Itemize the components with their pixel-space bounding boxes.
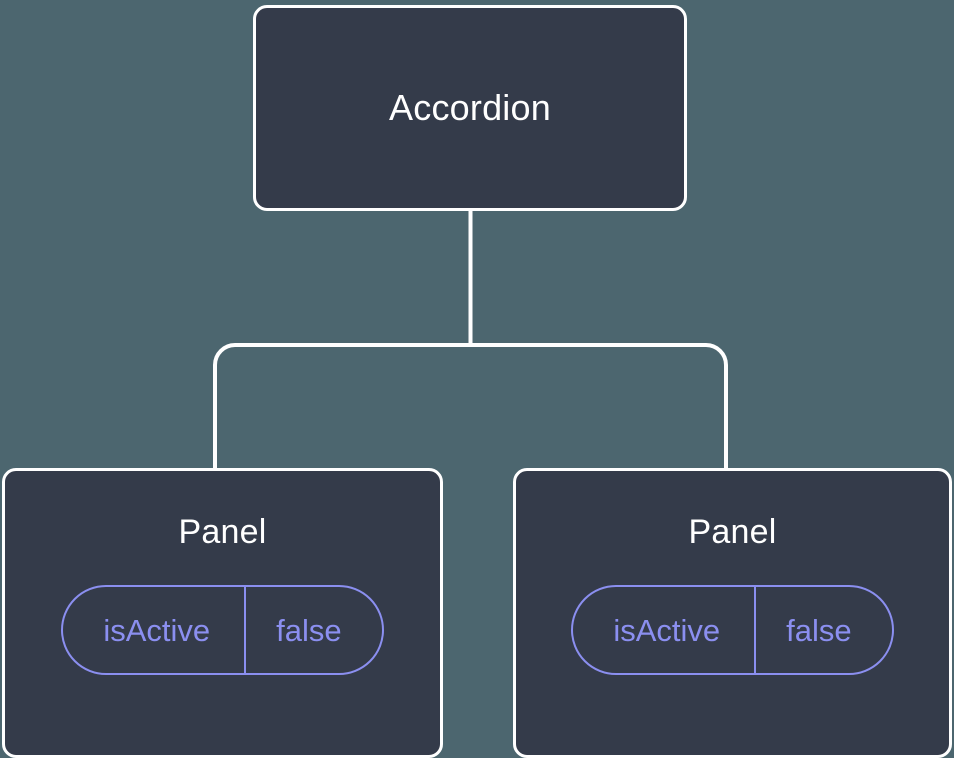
state-badge-panel-right[interactable]: isActive false [571,585,894,675]
state-value: false [244,587,381,673]
node-panel-left[interactable]: Panel isActive false [2,468,443,758]
node-panel-left-label: Panel [178,513,267,551]
edge-bus-to-child-right [470,343,728,470]
node-panel-right[interactable]: Panel isActive false [513,468,952,758]
node-accordion[interactable]: Accordion [253,5,687,211]
state-value: false [754,587,891,673]
state-key: isActive [103,612,211,648]
node-accordion-label: Accordion [389,87,551,128]
component-tree-diagram: Accordion Panel isActive false Panel isA… [2,5,952,758]
node-panel-right-label: Panel [688,513,777,551]
state-badge-panel-left[interactable]: isActive false [61,585,384,675]
edge-bus-to-child-left [213,343,471,470]
state-key: isActive [613,612,721,648]
